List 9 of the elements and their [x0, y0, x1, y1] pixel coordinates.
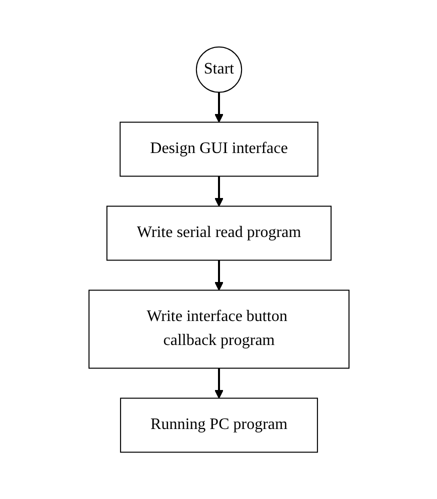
node-box: Design GUI interface: [119, 122, 318, 177]
node-box: Write interface button callback program: [88, 290, 349, 369]
arrow: [214, 92, 223, 122]
arrow: [214, 176, 223, 206]
node-box: Write serial read program: [106, 206, 332, 261]
node-circle: Start: [195, 46, 242, 93]
arrow: [214, 260, 223, 290]
arrow: [214, 368, 223, 398]
node-box: Running PC program: [120, 398, 318, 453]
